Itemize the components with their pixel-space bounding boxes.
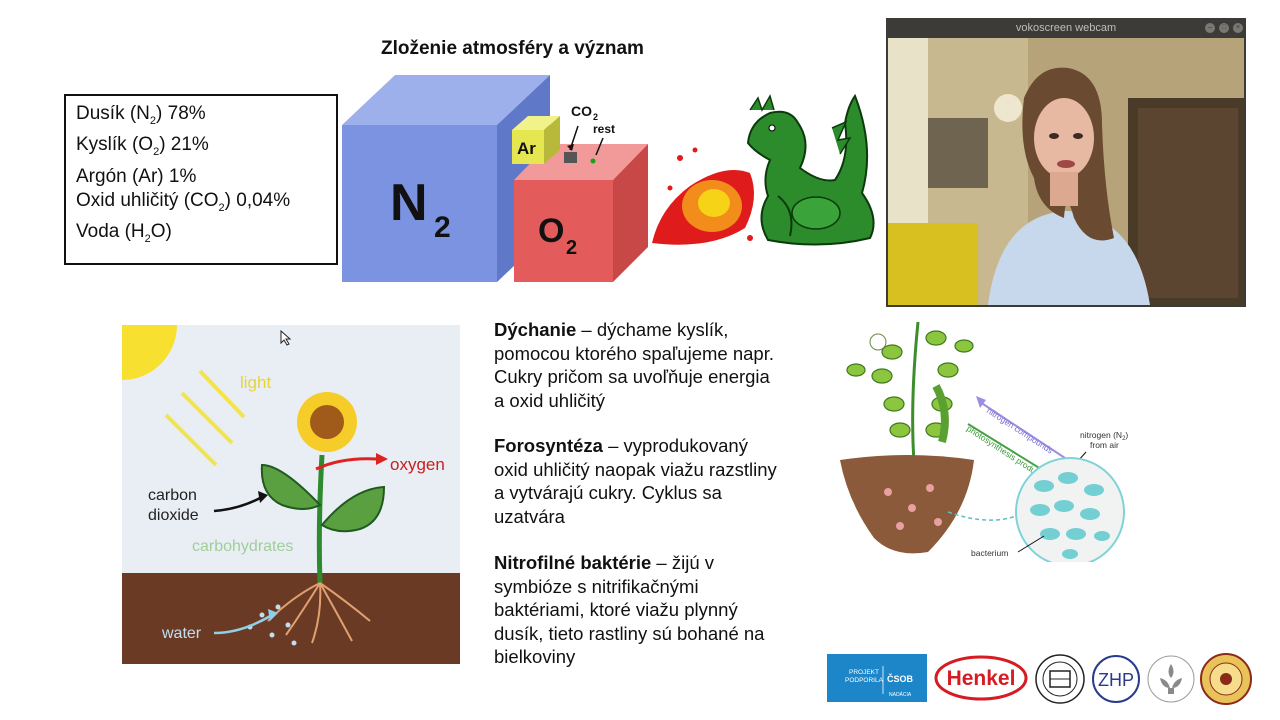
light-rays bbox=[164, 369, 246, 467]
scout-emblem-logo bbox=[1147, 655, 1195, 703]
close-button[interactable]: × bbox=[1233, 23, 1243, 33]
webcam-window[interactable]: vokoscreen webcam – □ × bbox=[886, 18, 1246, 307]
svg-text:ZHP: ZHP bbox=[1098, 670, 1134, 690]
paragraph-forosynteza: Forosyntéza – vyprodukovaný oxid uhličit… bbox=[494, 435, 777, 527]
svg-text:dioxide: dioxide bbox=[148, 507, 199, 524]
csob-logo: PROJEKT PODPORILA ČSOB NADÁCIA bbox=[827, 654, 927, 702]
svg-text:O: O bbox=[538, 212, 564, 250]
golden-seal-logo bbox=[1200, 653, 1252, 705]
svg-text:2: 2 bbox=[593, 112, 598, 122]
svg-text:Ar: Ar bbox=[517, 139, 536, 158]
svg-text:NADÁCIA: NADÁCIA bbox=[889, 691, 912, 698]
composition-item-argon: Argón (Ar) 1% bbox=[76, 165, 197, 187]
composition-item-co2: Oxid uhličitý (CO2) 0,04% bbox=[76, 190, 291, 214]
composition-item-nitrogen: Dusík (N2) 78% bbox=[76, 103, 206, 127]
photosynthesis-diagram: light oxygen carbon dioxide carbohydrate… bbox=[122, 325, 460, 664]
svg-text:rest: rest bbox=[593, 122, 615, 136]
svg-text:nitrogen (N2): nitrogen (N2) bbox=[1080, 430, 1128, 442]
svg-text:N: N bbox=[390, 174, 428, 232]
composition-item-water: Voda (H2O) bbox=[76, 221, 172, 246]
composition-item-oxygen: Kyslík (O2) 21% bbox=[76, 134, 209, 159]
henkel-logo: Henkel bbox=[934, 655, 1028, 701]
svg-text:from air: from air bbox=[1090, 440, 1119, 450]
maximize-button[interactable]: □ bbox=[1219, 23, 1229, 33]
sunflower-icon bbox=[297, 392, 357, 452]
mouse-cursor-icon bbox=[280, 330, 292, 346]
svg-text:2: 2 bbox=[566, 237, 577, 259]
svg-text:ČSOB: ČSOB bbox=[887, 673, 914, 684]
svg-text:carbon: carbon bbox=[148, 487, 197, 504]
minimize-button[interactable]: – bbox=[1205, 23, 1215, 33]
university-seal-logo bbox=[1035, 654, 1085, 704]
webcam-scene bbox=[888, 38, 1244, 305]
zhp-logo: ZHP bbox=[1092, 655, 1140, 703]
paragraph-nitrofilne: Nitrofilné baktérie – žijú v symbióze s … bbox=[494, 552, 765, 668]
ar-cube: Ar bbox=[512, 116, 560, 164]
o2-cube: O 2 bbox=[514, 144, 648, 282]
svg-text:2: 2 bbox=[434, 211, 451, 244]
svg-text:bacterium: bacterium bbox=[971, 548, 1008, 558]
gas-cubes-illustration: N 2 O 2 Ar CO 2 rest bbox=[342, 75, 648, 282]
svg-text:PROJEKT: PROJEKT bbox=[849, 669, 879, 676]
rest-marker: rest bbox=[590, 122, 615, 164]
composition-box: Dusík (N2) 78% Kyslík (O2) 21% Argón (Ar… bbox=[64, 94, 338, 265]
webcam-video bbox=[888, 38, 1244, 305]
webcam-title: vokoscreen webcam bbox=[1015, 22, 1117, 34]
dragon bbox=[746, 93, 875, 246]
slide-title: Zloženie atmosféry a význam bbox=[381, 38, 644, 59]
svg-text:Henkel: Henkel bbox=[947, 667, 1016, 690]
co2-marker: CO 2 bbox=[564, 103, 598, 163]
svg-text:water: water bbox=[161, 625, 202, 642]
svg-text:CO: CO bbox=[571, 103, 592, 119]
svg-text:oxygen: oxygen bbox=[390, 455, 445, 474]
sun-icon bbox=[122, 325, 177, 380]
svg-text:light: light bbox=[240, 373, 271, 392]
nitrogen-fixation-diagram: nitrogen compounds photosynthesis produc… bbox=[840, 321, 1128, 562]
fire-breath bbox=[652, 147, 754, 245]
paragraph-dychanie: Dýchanie – dýchame kyslík, pomocou ktoré… bbox=[494, 319, 774, 411]
svg-text:PODPORILA: PODPORILA bbox=[845, 677, 884, 684]
svg-text:carbohydrates: carbohydrates bbox=[192, 538, 293, 555]
dragon-illustration bbox=[652, 93, 875, 246]
